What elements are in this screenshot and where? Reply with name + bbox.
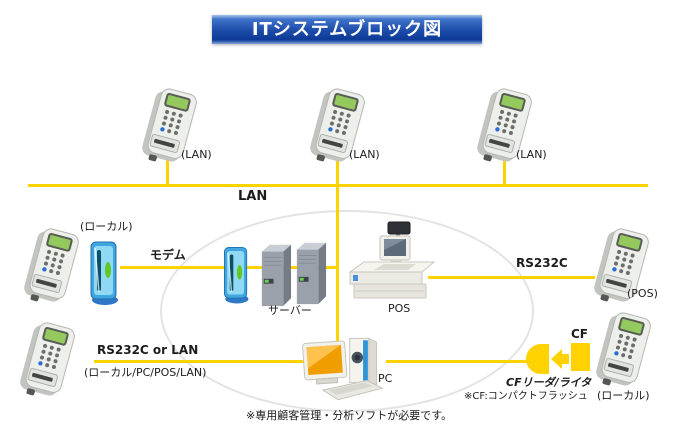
payment-terminal-icon-local-cf <box>592 310 654 394</box>
terminal-label-lan-1: (LAN) <box>181 148 212 161</box>
rs232c-line <box>428 276 595 279</box>
pos-terminal-label: (POS) <box>627 287 658 300</box>
lan-drop-line-1 <box>166 159 169 185</box>
arrow-head <box>551 349 562 369</box>
pos-label: POS <box>388 302 411 315</box>
cf-card-shape <box>571 343 590 371</box>
cf-reader-shape <box>526 344 549 374</box>
pc-label: PC <box>378 372 393 385</box>
lan-bus-label: LAN <box>238 189 268 204</box>
server-towers-icon <box>252 236 332 308</box>
cf-terminal-label: (ローカル) <box>597 389 650 402</box>
cf-reader-label: CFリーダ/ライタ <box>506 376 592 389</box>
title-banner: ITシステムブロック図 <box>212 15 482 44</box>
cf-card-label: CF <box>571 327 589 341</box>
modem-icon-left <box>86 240 122 306</box>
page-title: ITシステムブロック図 <box>251 19 443 40</box>
lan-drop-line-3 <box>503 159 506 185</box>
pos-register-icon <box>344 220 436 306</box>
modem-line-label: モデム <box>150 248 186 262</box>
rs232c-or-lan-line <box>94 360 306 363</box>
rs232c-line-label: RS232C <box>516 256 568 270</box>
lan-bus-line <box>28 184 648 187</box>
arrow-left-icon <box>551 349 571 369</box>
pc-icon <box>296 330 388 410</box>
footnote: ※専用顧客管理・分析ソフトが必要です。 <box>246 409 453 422</box>
arrow-tail <box>561 354 569 364</box>
multi-device-label: (ローカル/PC/POS/LAN) <box>84 366 207 379</box>
terminal-label-lan-3: (LAN) <box>516 148 547 161</box>
payment-terminal-icon-local <box>20 226 82 310</box>
lan-drop-line-2 <box>336 159 339 185</box>
payment-terminal-icon-multi <box>16 320 78 404</box>
modem-icon-server <box>220 244 252 306</box>
terminal-label-lan-2: (LAN) <box>349 148 380 161</box>
cf-line <box>386 360 528 363</box>
cf-note: ※CF:コンパクトフラッシュ <box>464 391 588 402</box>
local-device-label: (ローカル) <box>80 220 133 233</box>
server-label: サーバー <box>268 304 312 317</box>
rs232c-or-lan-line-label: RS232C or LAN <box>97 343 199 357</box>
group-ellipse <box>160 210 534 412</box>
